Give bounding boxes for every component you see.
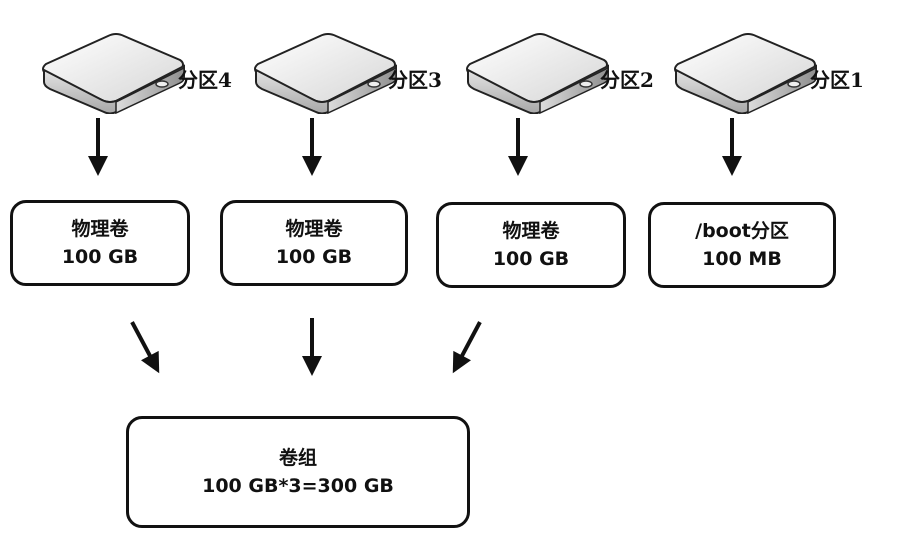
hard-disk-icon bbox=[250, 24, 400, 114]
partition-3-label: 分区3 bbox=[388, 68, 442, 92]
boot-partition-title: /boot分区 bbox=[695, 220, 789, 242]
physical-volume-title: 物理卷 bbox=[71, 218, 129, 240]
physical-volume-box: 物理卷 100 GB bbox=[220, 200, 408, 286]
volume-group-box: 卷组 100 GB*3=300 GB bbox=[126, 416, 470, 528]
volume-group-title: 卷组 bbox=[278, 447, 317, 469]
arrow-down-icon bbox=[86, 118, 110, 178]
hard-disk-icon bbox=[670, 24, 820, 114]
physical-volume-box: 物理卷 100 GB bbox=[10, 200, 190, 286]
boot-partition-size: 100 MB bbox=[702, 248, 782, 270]
volume-group-size: 100 GB*3=300 GB bbox=[202, 475, 394, 497]
physical-volume-box: 物理卷 100 GB bbox=[436, 202, 626, 288]
arrow-down-icon bbox=[720, 118, 744, 178]
arrow-down-right-icon bbox=[112, 318, 152, 382]
boot-partition-box: /boot分区 100 MB bbox=[648, 202, 836, 288]
physical-volume-title: 物理卷 bbox=[285, 218, 343, 240]
hard-disk-icon bbox=[462, 24, 612, 114]
arrow-down-icon bbox=[506, 118, 530, 178]
partition-2-label: 分区2 bbox=[600, 68, 654, 92]
arrow-down-left-icon bbox=[460, 318, 500, 382]
hard-disk-icon bbox=[38, 24, 188, 114]
physical-volume-size: 100 GB bbox=[61, 246, 139, 268]
physical-volume-size: 100 GB bbox=[275, 246, 353, 268]
partition-4-label: 分区4 bbox=[178, 68, 232, 92]
physical-volume-size: 100 GB bbox=[492, 248, 570, 270]
arrow-down-icon bbox=[300, 318, 324, 378]
partition-1-label: 分区1 bbox=[810, 68, 864, 92]
arrow-down-icon bbox=[300, 118, 324, 178]
physical-volume-title: 物理卷 bbox=[502, 220, 560, 242]
